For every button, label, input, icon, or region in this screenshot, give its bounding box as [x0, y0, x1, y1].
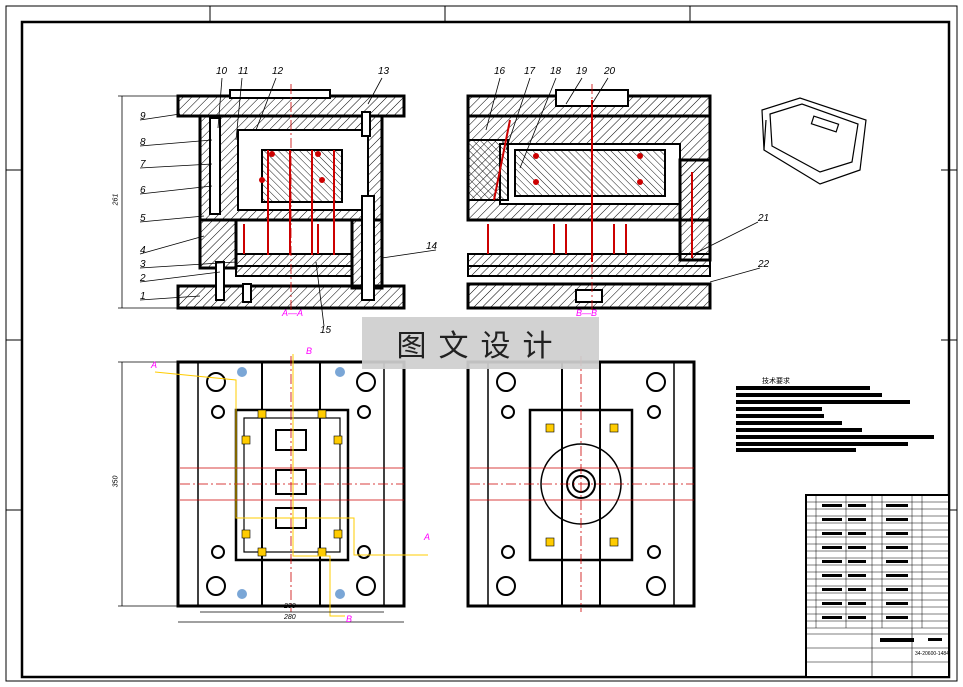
part-label-19: 19: [576, 66, 588, 77]
part-label-13: 13: [378, 66, 390, 77]
part-label-3: 3: [140, 259, 146, 270]
plan-view-fixed-half: [466, 356, 696, 612]
dimension-width-outer: 280: [284, 614, 296, 621]
part-label-8: 8: [140, 137, 146, 148]
part-label-14: 14: [426, 241, 438, 252]
cut-marker-b-end: B: [346, 614, 353, 624]
title-block: [805, 494, 950, 678]
leader-lines: [139, 77, 761, 327]
drawing-code: 34-20600-1484: [915, 651, 949, 657]
plan-view-moving-half: [154, 354, 428, 617]
dimension-width-inner: 230: [284, 603, 296, 610]
part-label-22: 22: [758, 259, 770, 270]
part-label-5: 5: [140, 213, 146, 224]
part-label-6: 6: [140, 185, 146, 196]
part-label-21: 21: [758, 213, 770, 224]
technical-requirements-title: 技术要求: [762, 378, 790, 385]
cut-marker-b-start: B: [306, 346, 313, 356]
dimension-lines: [118, 95, 404, 623]
part-isometric: [761, 97, 867, 185]
part-label-10: 10: [216, 66, 228, 77]
technical-requirements-text: [736, 386, 934, 452]
part-label-4: 4: [140, 245, 146, 256]
part-label-16: 16: [494, 66, 506, 77]
part-label-11: 11: [238, 66, 249, 77]
part-label-20: 20: [604, 66, 616, 77]
cut-marker-a-end: A: [424, 532, 431, 542]
cut-marker-a-start: A: [151, 360, 158, 370]
section-b-b: [466, 84, 712, 312]
dimension-height-front: 261: [112, 193, 120, 206]
part-label-17: 17: [524, 66, 536, 77]
part-label-15: 15: [320, 325, 332, 336]
section-label-a-a: A—A: [282, 308, 304, 318]
part-label-7: 7: [140, 159, 146, 170]
dimension-height-plan: 350: [112, 475, 120, 488]
section-a-a: [176, 84, 406, 312]
part-label-1: 1: [140, 291, 146, 302]
part-label-2: 2: [140, 273, 146, 284]
section-label-b-b: B—B: [576, 308, 598, 318]
part-label-18: 18: [550, 66, 562, 77]
watermark-banner: 图文设计: [362, 317, 599, 369]
part-label-12: 12: [272, 66, 284, 77]
part-label-9: 9: [140, 111, 146, 122]
